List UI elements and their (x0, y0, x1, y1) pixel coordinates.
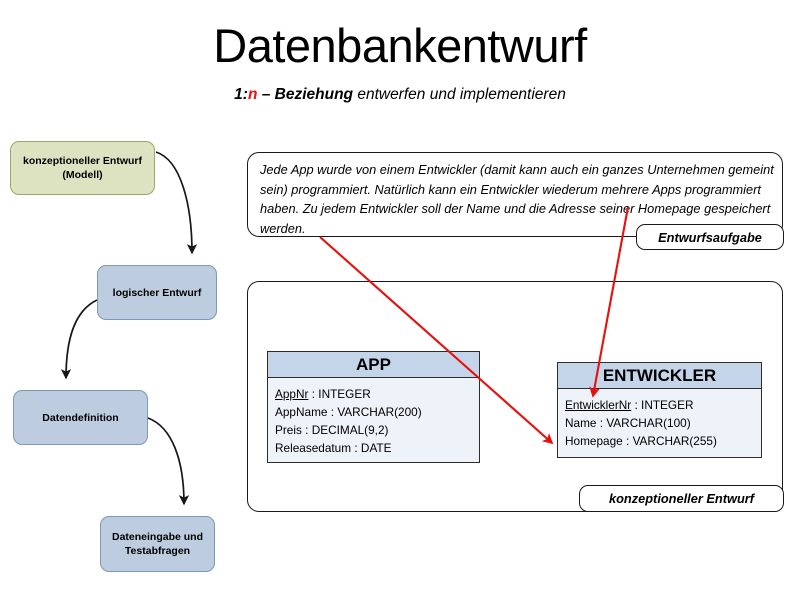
attribute-key: Name (565, 416, 597, 430)
er-table-row: AppName : VARCHAR(200) (275, 405, 422, 419)
attribute-key: Homepage (565, 434, 623, 448)
attribute-key: Preis (275, 423, 302, 437)
flow-box-konzeptioneller-entwurf[interactable]: konzeptioneller Entwurf (Modell) (10, 141, 155, 195)
tab-label-text: Entwurfsaufgabe (658, 229, 762, 245)
attribute-type: DECIMAL(9,2) (311, 423, 389, 437)
flow-box-label: konzeptioneller Entwurf (Modell) (22, 155, 142, 181)
page-title: Datenbankentwurf (213, 19, 587, 72)
flow-box-label: Dateneingabe und Testabfragen (111, 531, 203, 557)
attribute-type: VARCHAR(100) (606, 416, 691, 430)
er-table-row: Name : VARCHAR(100) (565, 416, 691, 430)
flow-arrow-konzept-to-logisch (155, 151, 198, 255)
flow-box-logischer-entwurf[interactable]: logischer Entwurf (97, 265, 217, 320)
er-table-title: ENTWICKLER (558, 363, 761, 389)
er-table-entwickler[interactable]: ENTWICKLER EntwicklerNr : INTEGER Name :… (557, 362, 762, 458)
er-table-row: Homepage : VARCHAR(255) (565, 434, 717, 448)
er-table-attribute-list: EntwicklerNr : INTEGER Name : VARCHAR(10… (558, 389, 761, 457)
er-table-row: EntwicklerNr : INTEGER (565, 398, 694, 412)
attribute-type: INTEGER (641, 398, 694, 412)
tab-label-text: konzeptioneller Entwurf (608, 491, 755, 506)
attribute-key: AppNr (275, 387, 309, 401)
er-table-row: Releasedatum : DATE (275, 441, 392, 455)
er-table-app[interactable]: APP AppNr : INTEGER AppName : VARCHAR(20… (267, 351, 480, 463)
er-table-row: AppNr : INTEGER (275, 387, 371, 401)
er-table-row: Preis : DECIMAL(9,2) (275, 423, 389, 437)
entwurfsaufgabe-tab-label: Entwurfsaufgabe (636, 224, 784, 250)
attribute-type: INTEGER (318, 387, 371, 401)
attribute-type: DATE (360, 441, 392, 455)
flow-box-label: Datendefinition (42, 411, 119, 424)
er-table-title: APP (268, 352, 479, 378)
flow-arrow-datendefinition-to-dateneingabe (147, 417, 190, 506)
subtitle-part-1: 1: (234, 86, 248, 103)
flow-box-label: logischer Entwurf (112, 286, 202, 299)
konzeptioneller-entwurf-tab-label: konzeptioneller Entwurf (579, 485, 784, 512)
subtitle-part-beziehung: – Beziehung (257, 86, 354, 103)
attribute-key: Releasedatum (275, 441, 352, 455)
attribute-type: VARCHAR(200) (337, 405, 422, 419)
subtitle-part-n-red: n (247, 86, 258, 103)
entwurfsaufgabe-text: Jede App wurde von einem Entwickler (dam… (260, 162, 774, 236)
flow-box-dateneingabe-testabfragen[interactable]: Dateneingabe und Testabfragen (100, 516, 215, 572)
er-table-attribute-list: AppNr : INTEGER AppName : VARCHAR(200) P… (268, 378, 479, 464)
page-subtitle: 1:n – Beziehung entwerfen und implementi… (0, 85, 800, 105)
flow-arrow-logisch-to-datendefinition (60, 299, 98, 380)
attribute-type: VARCHAR(255) (632, 434, 717, 448)
subtitle-part-rest: entwerfen und implementieren (353, 86, 566, 103)
flow-box-datendefinition[interactable]: Datendefinition (13, 390, 148, 445)
attribute-key: AppName (275, 405, 328, 419)
attribute-key: EntwicklerNr (565, 398, 632, 412)
